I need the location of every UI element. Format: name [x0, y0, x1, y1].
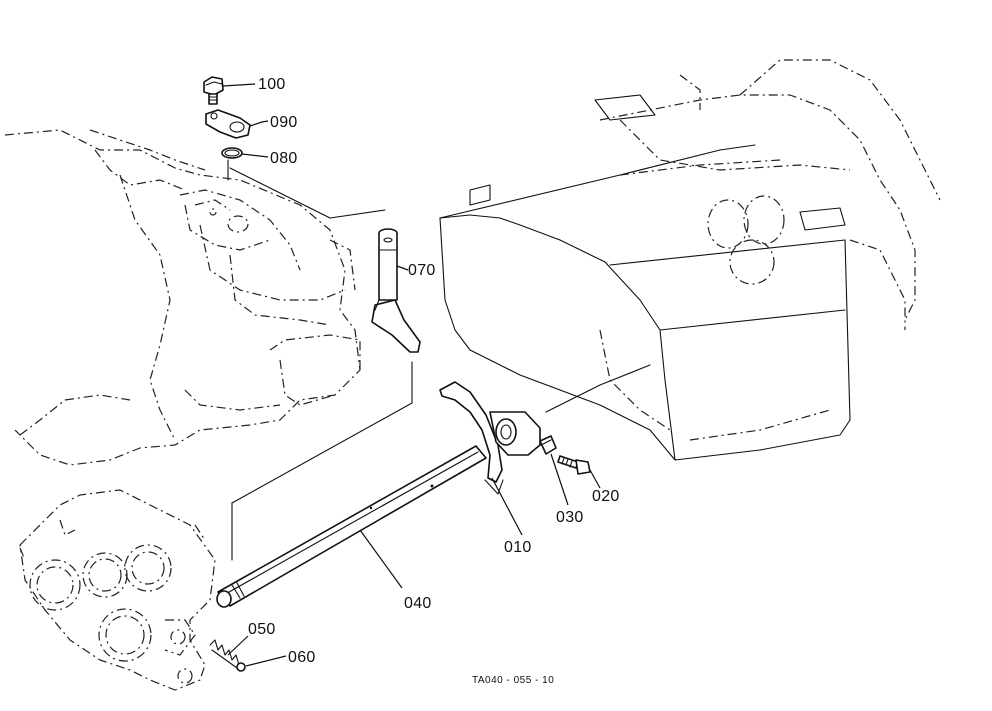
part-labels: 100 090 080 070 010 020 030 040 050 060 …: [248, 76, 620, 686]
label-050[interactable]: 050: [248, 621, 276, 638]
assembly-guides: [227, 159, 651, 561]
shift-arm-070[interactable]: [371, 228, 421, 353]
front-housing-ghost: [19, 489, 216, 691]
label-020[interactable]: 020: [592, 488, 620, 505]
label-030[interactable]: 030: [556, 509, 584, 526]
label-100[interactable]: 100: [258, 76, 286, 93]
label-010[interactable]: 010: [504, 539, 532, 556]
spring-050[interactable]: [209, 639, 240, 669]
label-080[interactable]: 080: [270, 150, 298, 167]
drawing-code: TA040 - 055 - 10: [472, 675, 554, 686]
bolt-100[interactable]: [203, 76, 224, 105]
shift-rod-040[interactable]: [216, 445, 487, 608]
lock-plate-030[interactable]: [539, 435, 557, 455]
left-housing-ghost: [4, 129, 361, 466]
label-040[interactable]: 040: [404, 595, 432, 612]
shift-fork-010[interactable]: [439, 381, 541, 495]
bolt-020[interactable]: [557, 455, 591, 475]
label-070[interactable]: 070: [408, 262, 436, 279]
label-060[interactable]: 060: [288, 649, 316, 666]
o-ring-080[interactable]: [221, 147, 243, 159]
plate-090[interactable]: [205, 109, 251, 139]
ball-060[interactable]: [236, 662, 246, 672]
label-090[interactable]: 090: [270, 114, 298, 131]
leader-lines: [222, 83, 601, 667]
right-housing: [439, 59, 941, 461]
